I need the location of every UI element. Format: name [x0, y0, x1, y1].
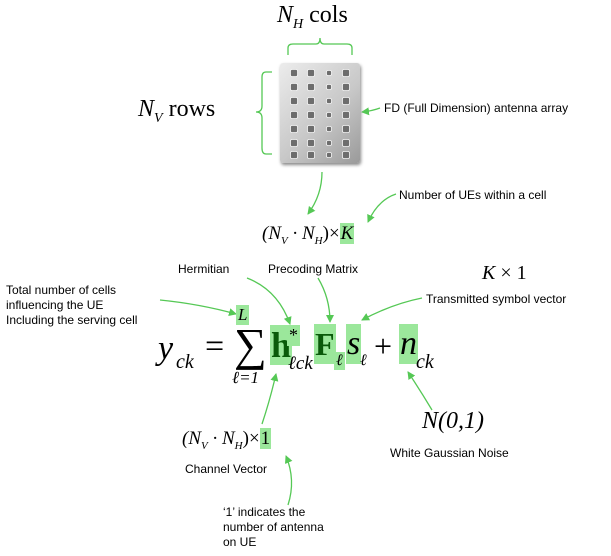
array-to-dim-arrow [307, 171, 323, 215]
antenna-element [342, 139, 350, 147]
antenna-element [342, 125, 350, 133]
antenna-element [307, 69, 315, 77]
antenna-element [290, 69, 298, 77]
ue-count-label: Number of UEs within a cell [399, 188, 547, 202]
antenna-element [326, 140, 332, 146]
one-highlight: 1 [259, 428, 272, 449]
channel-dimension: (NV · NH)×1 [182, 428, 272, 452]
noise-label: White Gaussian Noise [390, 446, 509, 460]
antenna-element [307, 111, 315, 119]
eq-plus: + [374, 328, 393, 364]
eq-lower-limit: ℓ=1 [232, 368, 260, 387]
eq-upper-limit: L [236, 305, 250, 325]
antenna-element [342, 97, 350, 105]
antenna-element [307, 125, 315, 133]
antenna-note: ‘1’ indicates the number of antenna on U… [223, 505, 324, 549]
transmitted-arrow [361, 297, 423, 321]
hermitian-arrow [246, 277, 292, 325]
eq-F-sub: ℓ [334, 352, 345, 370]
eq-n-sub: ck [416, 351, 434, 373]
cells-label: Total number of cells influencing the UE… [6, 283, 138, 327]
eq-s: s [346, 324, 362, 364]
antenna-element [290, 111, 298, 119]
rows-brace [255, 71, 272, 155]
antenna-element [307, 83, 315, 91]
precoding-arrow [317, 277, 334, 323]
antenna-element [307, 97, 315, 105]
channel-arrow [261, 373, 279, 425]
eq-equals: = [205, 328, 225, 365]
antenna-element [326, 112, 332, 118]
eq-star: * [287, 325, 300, 346]
transmitted-label: Transmitted symbol vector [426, 292, 567, 306]
antenna-element [342, 111, 350, 119]
antenna-element [326, 84, 332, 90]
antenna-element [290, 125, 298, 133]
eq-n: n [399, 324, 418, 364]
hermitian-label: Hermitian [178, 262, 230, 276]
eq-h: h [270, 325, 293, 365]
nh-cols-label: NH cols [277, 2, 348, 32]
antenna-arrow [284, 455, 293, 506]
k-highlight: K [339, 223, 355, 244]
eq-sum: ∑ [234, 319, 267, 370]
eq-y: y [158, 330, 174, 367]
eq-h-sub: ℓck [288, 353, 313, 374]
antenna-elements [290, 69, 350, 159]
antenna-element [342, 151, 350, 159]
precoding-dimension: (NV · NH)×K [262, 223, 355, 247]
antenna-element [290, 83, 298, 91]
cols-brace [287, 37, 353, 55]
antenna-element [326, 152, 332, 158]
antenna-element [307, 139, 315, 147]
noise-distribution: N(0,1) [422, 408, 484, 434]
antenna-element [307, 151, 315, 159]
eq-s-sub: ℓ [360, 352, 367, 369]
noise-arrow [407, 371, 433, 411]
antenna-element [342, 83, 350, 91]
antenna-element [290, 97, 298, 105]
channel-vector-label: Channel Vector [185, 462, 268, 476]
antenna-element [326, 70, 332, 76]
antenna-element [290, 151, 298, 159]
antenna-element [342, 69, 350, 77]
antenna-array [280, 63, 360, 163]
array-arrow [361, 107, 381, 116]
eq-F: F [314, 324, 336, 364]
k-by-1-label: K × 1 [482, 262, 527, 284]
ue-arrow [367, 193, 397, 223]
cells-arrow [159, 299, 237, 316]
antenna-element [326, 98, 332, 104]
nv-rows-label: NV rows [138, 96, 216, 126]
eq-y-sub: ck [176, 351, 194, 373]
precoding-label: Precoding Matrix [268, 262, 359, 276]
antenna-element [290, 139, 298, 147]
array-label: FD (Full Dimension) antenna array [384, 101, 569, 115]
antenna-element [326, 126, 332, 132]
